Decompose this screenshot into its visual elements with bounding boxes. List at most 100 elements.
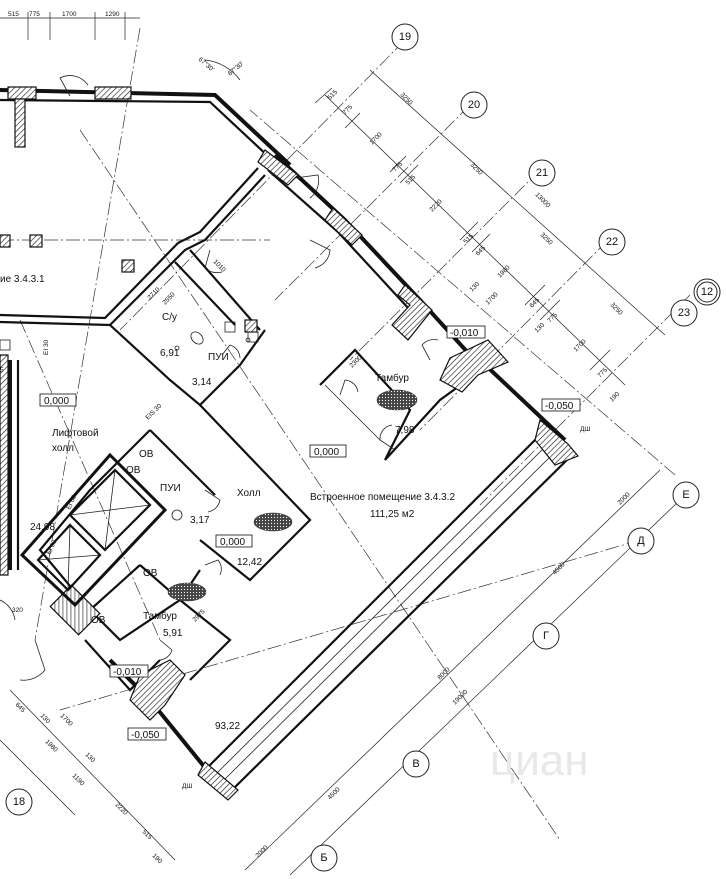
top-dim-1: 515 (8, 11, 19, 18)
svg-text:Е: Е (682, 489, 689, 501)
svg-text:Г: Г (543, 630, 549, 642)
top-dimension-chain: 515 775 1700 1290 (0, 11, 140, 40)
level-6: -0,050 (545, 401, 574, 412)
chain-dim-6: 2220 (428, 198, 443, 213)
left-dim-7: 2220 (114, 801, 129, 816)
left-dim-9: 190 (151, 852, 164, 865)
dim-2710: 2710 (146, 286, 161, 301)
bottom-right-dimension-chain: 2000 4500 8000 19000 4500 2000 (244, 469, 681, 876)
svg-text:Б: Б (320, 852, 327, 864)
axis-bubble-b: Б (310, 844, 338, 872)
axis-dim-total: 13000 (534, 191, 552, 209)
tambur-bottom-area: 5,91 (163, 628, 183, 639)
elevator-shafts (19, 452, 168, 608)
tambur-bottom-label: Тамбур (143, 610, 177, 622)
big-area: 93,22 (215, 721, 240, 732)
axis-bubble-18: 18 (5, 788, 33, 816)
door-label-1: ДШ (580, 426, 590, 433)
svg-text:23: 23 (678, 307, 690, 319)
axis-lines (0, 27, 691, 841)
axis-bubble-21: 21 (528, 159, 556, 187)
dim-5: 5 (0, 367, 4, 374)
svg-text:22: 22 (606, 236, 618, 248)
fixtures (0, 321, 259, 521)
fire-labels: EI 30 EIS 30 EI 60 EI 60 ДШ ДШ (43, 339, 590, 790)
axis-dim-4: 3250 (609, 301, 624, 316)
level-7: -0,050 (131, 730, 160, 741)
chain-dim-1: 515 (326, 89, 339, 102)
dim-2550: 2550 (161, 291, 176, 306)
dim-320: 320 (12, 607, 23, 614)
left-room-name: ие 3.4.3.1 (0, 274, 45, 285)
tambur-top-area: 7,98 (395, 425, 415, 436)
axis-dim-2: 3250 (469, 161, 484, 176)
chain-dim-8: 645 (474, 245, 487, 258)
axis-bubbles: 19 20 21 22 23 12 Е Д (5, 23, 721, 872)
puy-top-area: 3,14 (192, 377, 212, 388)
chain-dim-9: 1980 (496, 264, 511, 279)
axis-bubble-23: 23 (670, 299, 698, 327)
left-dim-5: 130 (84, 751, 97, 764)
left-dim-2: 130 (39, 712, 52, 725)
level-marks: 0,000 0,000 0,000 -0,010 -0,010 -0,050 -… (39, 325, 581, 741)
bottom-dim-3: 8000 (436, 666, 451, 681)
door-label-2: ДШ (182, 783, 192, 790)
door-swings (0, 75, 439, 681)
bottom-dim-6: 2000 (254, 844, 269, 859)
floor-mats (167, 389, 418, 602)
puy-bottom-label: ПУИ (160, 483, 181, 494)
axis-bubble-22: 22 (598, 228, 626, 256)
svg-text:12: 12 (701, 286, 713, 298)
top-dim-2: 775 (29, 11, 40, 18)
svg-text:20: 20 (468, 99, 480, 111)
bottom-dim-4: 19000 (451, 688, 469, 706)
level-5: -0,010 (113, 667, 142, 678)
puy-bottom-area: 3,17 (190, 515, 210, 526)
left-dim-1: 645 (14, 701, 27, 714)
chain-dim-2: 775 (341, 104, 354, 117)
chain-dim-14: 775 (546, 312, 559, 325)
ov-1: ОВ (139, 449, 154, 460)
axis-bubble-12: 12 (693, 278, 721, 306)
puy-top-label: ПУИ (208, 352, 229, 363)
hall-label: Холл (237, 488, 261, 499)
axis-dim-1: 3250 (399, 91, 414, 106)
left-dim-8: 515 (141, 828, 154, 841)
level-1: 0,000 (44, 396, 69, 407)
svg-text:18: 18 (13, 796, 25, 808)
axis-bubble-19: 19 (391, 23, 419, 51)
chain-dim-10: 130 (468, 281, 481, 294)
svg-text:В: В (412, 758, 419, 770)
axis-bubble-20: 20 (460, 91, 488, 119)
svg-text:19: 19 (399, 31, 411, 43)
level-4: -0,010 (450, 328, 479, 339)
axis-bubble-d: Д (627, 527, 655, 555)
chain-dim-7: 515 (462, 233, 475, 246)
bottom-dim-5: 4500 (326, 786, 341, 801)
lift-area: 24,98 (30, 522, 55, 533)
left-dim-6: 1190 (71, 772, 86, 787)
dim-1010: 1010 (212, 258, 227, 273)
columns (0, 86, 579, 801)
tambur-top-label: Тамбур (375, 372, 409, 384)
room-labels: Встроенное помещение 3.4.3.2 111,25 м2 и… (0, 274, 455, 732)
chain-dim-12: 645 (528, 297, 541, 310)
wc-area: 6,91 (160, 348, 180, 359)
top-dim-3: 1700 (62, 11, 77, 18)
main-room-area: 111,25 м2 (370, 509, 415, 520)
left-dim-3: 1700 (59, 712, 74, 727)
bottom-dim-2: 4500 (551, 561, 566, 576)
axis-bubble-e: Е (672, 481, 700, 509)
left-dim-4: 1980 (44, 738, 59, 753)
top-dim-4: 1290 (105, 11, 120, 18)
fire-label-2: EIS 30 (144, 402, 163, 421)
level-3: 0,000 (220, 537, 245, 548)
angle-markers: 67°30' 67°30' (197, 55, 245, 81)
walls (0, 88, 574, 792)
wc-label: С/у (162, 312, 177, 323)
fire-label-1: EI 30 (43, 339, 50, 355)
axis-bubble-g: Г (532, 622, 560, 650)
svg-text:Д: Д (637, 535, 645, 547)
chain-dim-13: 130 (533, 322, 546, 335)
chain-dim-4: 775 (391, 161, 404, 174)
